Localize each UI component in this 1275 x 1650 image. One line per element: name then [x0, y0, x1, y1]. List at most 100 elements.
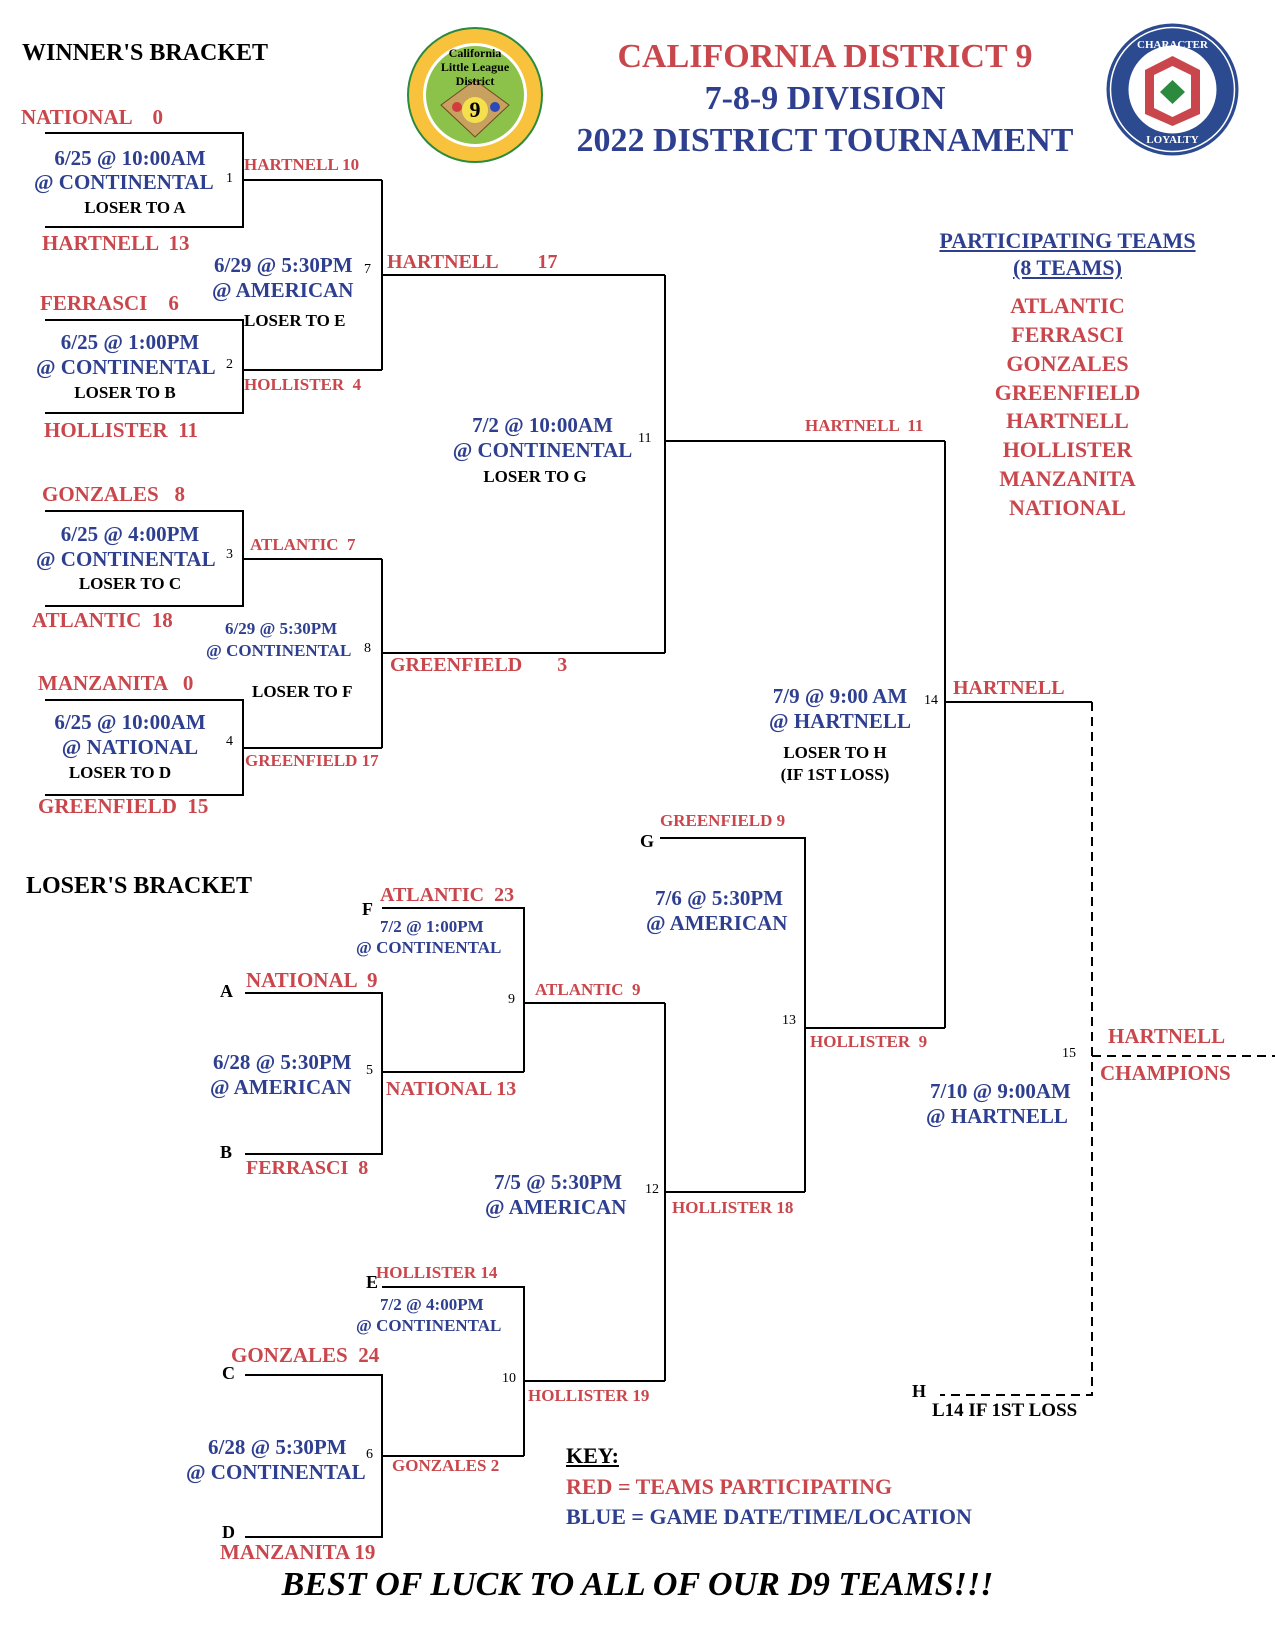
- g3-date: 6/25 @ 4:00PM: [60, 522, 200, 546]
- g2-bottom-team: HOLLISTER 11: [44, 418, 199, 442]
- participating-team-2: FERRASCI: [1011, 322, 1124, 347]
- logo-ring-loyalty: LOYALTY: [1146, 134, 1199, 146]
- g8-location: @ CONTINENTAL: [206, 641, 352, 660]
- g1-winner: HARTNELL 10: [244, 155, 360, 174]
- g11-number: 11: [638, 431, 652, 446]
- g2-loser-note: LOSER TO B: [74, 383, 176, 402]
- g4-date: 6/25 @ 10:00AM: [54, 710, 206, 734]
- g4-winner: GREENFIELD 17: [245, 751, 379, 770]
- tournament-title-division: 7-8-9 DIVISION: [704, 80, 946, 117]
- final-date: 7/10 @ 9:00AM: [930, 1079, 1071, 1103]
- participating-title: PARTICIPATING TEAMS: [905, 230, 1230, 252]
- champion-label: CHAMPIONS: [1100, 1061, 1231, 1085]
- g3-winner: ATLANTIC 7: [250, 535, 356, 554]
- key-red-line: RED = TEAMS PARTICIPATING: [566, 1474, 893, 1499]
- g14-date: 7/9 @ 9:00 AM: [772, 684, 908, 708]
- g6-top-team: GONZALES 24: [231, 1343, 380, 1367]
- g9-number: 9: [508, 992, 515, 1007]
- g3-bottom-team: ATLANTIC 18: [32, 608, 173, 632]
- g7-location: @ AMERICAN: [212, 278, 354, 302]
- g13-date: 7/6 @ 5:30PM: [655, 886, 784, 910]
- logo-text-line2: Little League: [440, 60, 510, 74]
- g14-winner: HARTNELL: [953, 677, 1065, 699]
- g6-date: 6/28 @ 5:30PM: [208, 1435, 347, 1459]
- g7-number: 7: [364, 262, 371, 277]
- participating-team-5: HARTNELL: [1006, 408, 1129, 433]
- g3-top-team: GONZALES 8: [42, 482, 185, 506]
- g4-bottom-team: GREENFIELD 15: [38, 794, 209, 818]
- participating-title-text: PARTICIPATING TEAMS: [939, 228, 1196, 253]
- slot-d-label: D: [222, 1522, 235, 1542]
- g14-location: @ HARTNELL: [769, 709, 911, 733]
- g14-number: 14: [924, 693, 938, 708]
- participating-team-4: GREENFIELD: [994, 380, 1141, 405]
- slot-c-label: C: [222, 1363, 235, 1383]
- g11-loser-note: LOSER TO G: [483, 467, 587, 486]
- g4-loser-note: LOSER TO D: [68, 763, 172, 782]
- g1-top-team: NATIONAL 0: [21, 105, 163, 129]
- h-note: L14 IF 1ST LOSS: [932, 1400, 1078, 1421]
- g4-location: @ NATIONAL: [61, 735, 199, 759]
- tournament-title-year: 2022 DISTRICT TOURNAMENT: [576, 122, 1074, 159]
- g14-loser-condition: (IF 1ST LOSS): [780, 765, 890, 784]
- little-league-logo: CHARACTER LOYALTY: [1105, 22, 1240, 157]
- participating-team-1: ATLANTIC: [1010, 293, 1125, 318]
- slot-e-label: E: [366, 1272, 379, 1292]
- g2-location: @ CONTINENTAL: [36, 355, 216, 379]
- g6-location: @ CONTINENTAL: [186, 1460, 366, 1484]
- g10-number: 10: [502, 1371, 516, 1386]
- g1-bottom-team: HARTNELL 13: [42, 231, 190, 255]
- g8-winner: GREENFIELD 3: [390, 654, 568, 676]
- slot-h-label: H: [912, 1381, 927, 1401]
- logo-text-line3: District: [455, 74, 495, 88]
- g5-location: @ AMERICAN: [210, 1075, 352, 1099]
- slot-b-label: B: [220, 1142, 233, 1162]
- g12-location: @ AMERICAN: [485, 1195, 627, 1219]
- g9-location: @ CONTINENTAL: [356, 938, 502, 957]
- g1-date: 6/25 @ 10:00AM: [54, 146, 206, 170]
- slot-g-label: G: [640, 831, 655, 851]
- g12-date: 7/5 @ 5:30PM: [494, 1170, 623, 1194]
- g2-top-team: FERRASCI 6: [40, 291, 179, 315]
- g3-location: @ CONTINENTAL: [36, 547, 216, 571]
- logo-number: 9: [469, 97, 481, 122]
- tournament-title-district: CALIFORNIA DISTRICT 9: [617, 38, 1033, 75]
- g11-date: 7/2 @ 10:00AM: [472, 413, 613, 437]
- champion-team: HARTNELL: [1108, 1024, 1226, 1048]
- key-title-text: KEY:: [566, 1443, 619, 1468]
- g5-top-team: NATIONAL 9: [246, 968, 378, 992]
- winners-bracket-title: WINNER'S BRACKET: [22, 40, 269, 66]
- g2-winner: HOLLISTER 4: [244, 375, 362, 394]
- g5-bottom-team: FERRASCI 8: [246, 1157, 369, 1179]
- logo-text-line1: California: [448, 46, 502, 60]
- g6-bottom-team: MANZANITA 19: [220, 1540, 376, 1564]
- g1-number: 1: [226, 171, 233, 186]
- g9-winner: ATLANTIC 9: [535, 980, 641, 999]
- footer-message: BEST OF LUCK TO ALL OF OUR D9 TEAMS!!!: [281, 1566, 994, 1603]
- final-location: @ HARTNELL: [926, 1104, 1068, 1128]
- key-title: KEY:: [566, 1445, 619, 1467]
- g3-loser-note: LOSER TO C: [78, 574, 182, 593]
- g8-number: 8: [364, 641, 371, 656]
- g14-loser-note: LOSER TO H: [783, 743, 887, 762]
- g10-top-team: HOLLISTER 14: [376, 1263, 498, 1282]
- participating-team-6: HOLLISTER: [1002, 437, 1133, 462]
- final-number: 15: [1062, 1046, 1076, 1061]
- slot-f-label: F: [362, 899, 373, 919]
- g13-number: 13: [782, 1013, 796, 1028]
- g4-top-team: MANZANITA 0: [38, 671, 194, 695]
- g11-location: @ CONTINENTAL: [452, 438, 633, 462]
- g7-date: 6/29 @ 5:30PM: [214, 253, 353, 277]
- g6-winner: GONZALES 2: [392, 1456, 500, 1475]
- g2-number: 2: [226, 357, 233, 372]
- g9-top-team: ATLANTIC 23: [380, 884, 515, 906]
- participating-team-8: NATIONAL: [1009, 495, 1126, 520]
- g11-winner: HARTNELL 11: [805, 416, 924, 435]
- g1-loser-note: LOSER TO A: [84, 198, 186, 217]
- g9-date: 7/2 @ 1:00PM: [380, 917, 484, 936]
- g6-number: 6: [366, 1447, 373, 1462]
- participating-team-3: GONZALES: [1006, 351, 1129, 376]
- slot-a-label: A: [220, 981, 233, 1001]
- g12-winner: HOLLISTER 18: [672, 1198, 794, 1217]
